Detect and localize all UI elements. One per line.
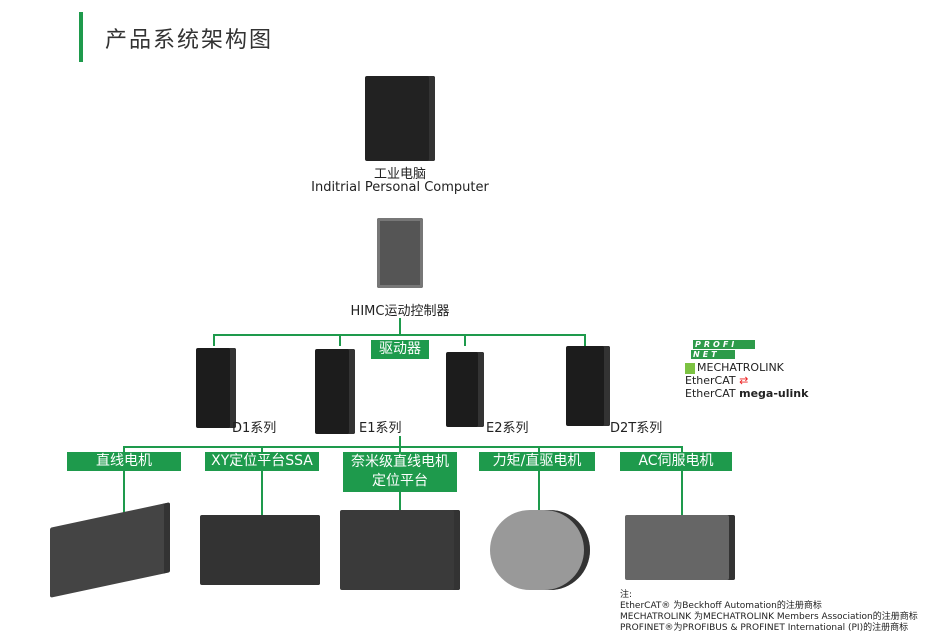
mechatrolink-logo: MECHATROLINK [685, 361, 808, 374]
note-profinet: PROFINET®为PROFIBUS & PROFINET Internatio… [620, 623, 909, 633]
ac-servo-motor-image [625, 515, 735, 580]
linear-motor-image [50, 502, 170, 598]
nano-stage-image [340, 510, 460, 590]
d2t-drive-image [566, 346, 610, 426]
drive-label-e2: E2系列 [486, 421, 529, 436]
pc-label-cn: 工业电脑 [373, 167, 426, 182]
industrial-pc-image [365, 76, 435, 161]
motion-controller-image [377, 218, 423, 288]
pc-label-en: Inditrial Personal Computer [311, 180, 489, 195]
ethercat-logo: EtherCAT ⇄ [685, 374, 749, 387]
drive-label-d2t: D2T系列 [610, 421, 663, 436]
profinet-logo: PROFI [693, 340, 755, 349]
motor-label-linear: 直线电机 [67, 452, 181, 471]
drive-bus-line [213, 334, 586, 336]
torque-motor-image [490, 510, 590, 590]
drive-label-e1: E1系列 [359, 421, 402, 436]
motor-label-xy: XY定位平台SSA [205, 452, 319, 471]
ethercat-mega-ulink-logo: EtherCAT mega-ulink [685, 387, 809, 400]
drive-label-d1: D1系列 [232, 421, 277, 436]
protocol-logos: PROFI NET MECHATROLINK EtherCAT ⇄ EtherC… [685, 340, 809, 400]
d1-drive-image [196, 348, 236, 428]
note-ethercat: EtherCAT® 为Beckhoff Automation的注册商标 [620, 601, 822, 611]
motor-bus-line [123, 446, 683, 448]
title-accent-bar [79, 12, 83, 62]
page-title: 产品系统架构图 [105, 28, 274, 53]
xy-stage-image [200, 515, 320, 585]
motor-label-nano: 奈米级直线电机定位平台 [343, 452, 457, 492]
note-heading: 注: [620, 590, 633, 600]
motor-label-torque: 力矩/直驱电机 [479, 452, 595, 471]
e1-drive-image [315, 349, 355, 434]
e2-drive-image [446, 352, 484, 427]
note-mechatrolink: MECHATROLINK 为MECHATROLINK Members Assoc… [620, 612, 918, 622]
drives-label: 驱动器 [371, 340, 429, 359]
controller-label: HIMC运动控制器 [350, 304, 450, 319]
motor-label-ac: AC伺服电机 [620, 452, 732, 471]
